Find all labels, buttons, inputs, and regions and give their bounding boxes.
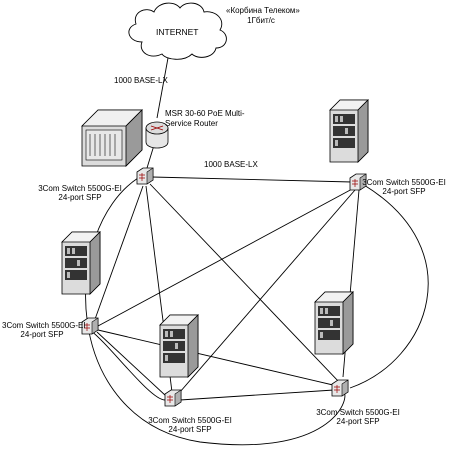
switch-bottom-right: [331, 379, 349, 397]
isp-speed: 1Гбит/с: [247, 16, 275, 25]
internet-label: INTERNET: [156, 27, 199, 37]
isp-name: «Корбина Телеком»: [226, 6, 300, 15]
server-top-right: [329, 99, 369, 163]
uplink-label: 1000 BASE-LX: [114, 76, 168, 85]
router: [145, 121, 169, 149]
link-sw3-arc: [89, 329, 166, 401]
server-bottom-center: [159, 314, 199, 378]
switch-label-line1: 3Com Switch 5500G-EI: [2, 321, 86, 330]
switch-label-top-right: 3Com Switch 5500G-EI 24-port SFP: [359, 178, 449, 196]
switch-label-mid-left: 3Com Switch 5500G-EI 24-port SFP: [2, 321, 86, 339]
internet-cloud: [128, 2, 227, 60]
switch-label-line2: 24-port SFP: [168, 425, 212, 434]
switch-label-line1: 3Com Switch 5500G-EI: [38, 184, 122, 193]
switch-label-line2: 24-port SFP: [58, 193, 102, 202]
switch-label-bottom-right: 3Com Switch 5500G-EI 24-port SFP: [308, 408, 408, 426]
switch-label-line1: 3Com Switch 5500G-EI: [362, 178, 446, 187]
switch-label-top-left: 3Com Switch 5500G-EI 24-port SFP: [30, 184, 130, 202]
switch-label-line2: 24-port SFP: [336, 417, 380, 426]
link-sw2-sw3: [97, 187, 355, 327]
link-sw2-arc: [349, 184, 429, 389]
server-mid-left: [61, 231, 101, 295]
link-sw4-sw5: [179, 389, 335, 401]
link-sw1-sw3: [93, 185, 144, 323]
router-label-2: Service Router: [165, 119, 218, 128]
switch-label-line2: 24-port SFP: [20, 330, 64, 339]
link-sw1-sw5: [149, 183, 341, 384]
link-sw3-sw4: [96, 331, 167, 397]
link-router-internet: [156, 57, 169, 119]
router-label-1: MSR 30-60 PoE Multi-: [165, 109, 245, 118]
backbone-label: 1000 BASE-LX: [204, 160, 258, 169]
switch-label-bottom-center: 3Com Switch 5500G-EI 24-port SFP: [140, 416, 240, 434]
link-sw2-sw4: [179, 189, 356, 393]
switch-label-line1: 3Com Switch 5500G-EI: [148, 416, 232, 425]
links: [85, 57, 429, 446]
switch-label-line1: 3Com Switch 5500G-EI: [316, 408, 400, 417]
link-sw1-sw2: [151, 176, 353, 183]
server-bottom-right: [314, 291, 354, 355]
link-sw3-sw5: [97, 329, 334, 386]
switch-bottom-center: [164, 389, 182, 407]
switch-label-line2: 24-port SFP: [382, 187, 426, 196]
server-top-left: [81, 109, 143, 167]
switch-top-left: [136, 167, 154, 185]
